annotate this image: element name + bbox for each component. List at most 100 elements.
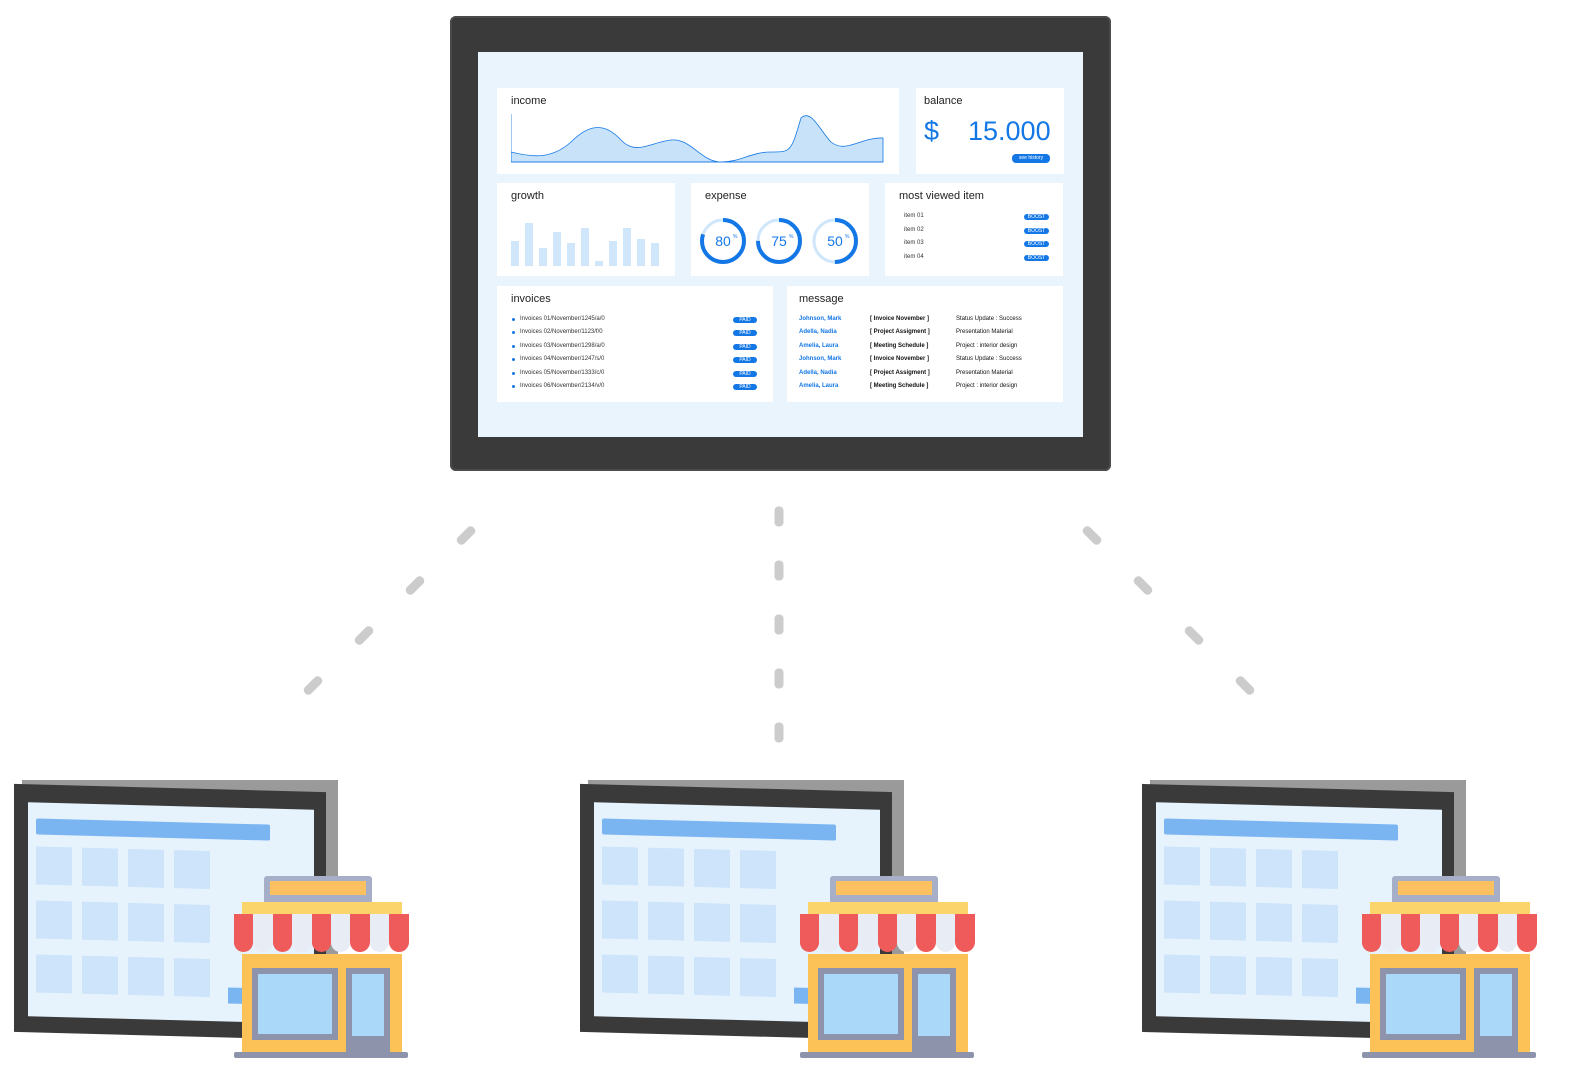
paid-badge: PAID — [733, 384, 757, 390]
awning-stripe — [389, 914, 409, 952]
paid-badge: PAID — [733, 370, 757, 377]
invoice-bullet — [512, 318, 515, 321]
screen-tile — [740, 904, 776, 944]
screen-tile — [82, 955, 118, 995]
screen-tile — [128, 848, 164, 888]
connector-dash — [774, 560, 784, 581]
boost-button[interactable]: BOOST — [1024, 227, 1049, 234]
awning-stripe — [819, 914, 839, 952]
connector-dash — [774, 668, 784, 689]
shop-door — [352, 974, 384, 1036]
shop-base — [234, 1052, 408, 1058]
screen-tile — [36, 846, 72, 886]
shop-window — [1386, 974, 1460, 1034]
message-sender: Adella, Nadia — [799, 369, 837, 376]
shop-window — [258, 974, 332, 1034]
see-history-button[interactable]: see history — [1012, 154, 1050, 163]
invoice-label: Invoices 05/November/1333/c/0 — [520, 369, 605, 376]
screen-tile — [82, 901, 118, 941]
paid-badge: PAID — [733, 357, 757, 364]
screen-tile — [1302, 958, 1338, 998]
screen-tile — [602, 954, 638, 994]
balance-card: balance $ 15.000 see history — [916, 88, 1064, 174]
awning-stripe — [1439, 914, 1459, 952]
balance-title: balance — [924, 95, 963, 107]
awning-stripe — [253, 914, 273, 952]
message-detail: Status Update : Success — [956, 356, 1022, 363]
invoice-label: Invoices 02/November/1123/f/0 — [520, 329, 603, 336]
screen-header-bar — [36, 818, 270, 841]
expense-title: expense — [705, 190, 747, 202]
screen-tile — [1302, 904, 1338, 944]
message-detail: Presentation Material — [956, 329, 1013, 336]
shop-top — [808, 902, 968, 914]
awning-stripe — [935, 914, 956, 952]
gauge-unit: % — [789, 234, 794, 240]
screen-tile — [174, 904, 210, 944]
shop-base — [1362, 1052, 1536, 1058]
awning-stripe — [331, 914, 351, 952]
growth-bar — [525, 223, 533, 266]
gauge-fill — [756, 218, 802, 264]
invoices-title: invoices — [511, 293, 551, 305]
connector-dash — [353, 624, 375, 647]
message-sender: Amelia, Laura — [799, 342, 839, 349]
screen-tile — [648, 847, 684, 887]
most-viewed-item: item 03 — [904, 240, 924, 246]
connector-dash — [1132, 574, 1154, 597]
message-subject: [ Meeting Schedule ] — [870, 342, 929, 349]
connector-dash — [302, 674, 324, 697]
gauge-unit: % — [845, 234, 850, 240]
screen-tile — [694, 848, 730, 888]
message-subject: [ Meeting Schedule ] — [870, 383, 929, 389]
screen-tile — [602, 846, 638, 886]
invoice-label: Invoices 03/November/1298/a/0 — [520, 342, 605, 349]
balance-amount: 15.000 — [968, 116, 1051, 146]
shop-window — [824, 974, 898, 1034]
message-subject: [ Invoice November ] — [870, 356, 930, 363]
boost-button[interactable]: BOOST — [1024, 214, 1049, 220]
boost-button[interactable]: BOOST — [1024, 254, 1049, 261]
awning-stripe — [1420, 914, 1440, 952]
most-viewed-item: item 01 — [904, 213, 924, 219]
growth-bar — [539, 248, 547, 266]
gauge-unit: % — [733, 234, 738, 240]
shop-awning — [1362, 914, 1537, 954]
expense-gauge — [700, 218, 746, 264]
invoice-bullet — [512, 331, 515, 335]
connector-dash — [774, 506, 784, 527]
screen-tile — [36, 900, 72, 940]
awning-stripe — [369, 914, 390, 952]
invoice-label: Invoices 04/November/1247/s/0 — [520, 356, 605, 363]
shop-top — [1370, 902, 1530, 914]
shop-awning — [800, 914, 975, 954]
growth-bar — [553, 232, 561, 266]
invoice-bullet — [512, 371, 515, 375]
income-card: income — [497, 88, 899, 174]
awning-stripe — [800, 914, 820, 952]
screen-tile — [1256, 956, 1292, 996]
shop-icon — [234, 872, 412, 1068]
message-subject: [ Project Assigment ] — [870, 369, 930, 376]
message-detail: Presentation Material — [956, 369, 1013, 376]
paid-badge: PAID — [733, 343, 757, 350]
invoice-label: Invoices 06/November/2134/v/0 — [520, 383, 605, 389]
most-viewed-title: most viewed item — [899, 190, 984, 202]
awning-stripe — [234, 914, 254, 952]
awning-stripe — [877, 914, 897, 952]
growth-bar — [609, 241, 617, 266]
store-monitor-icon — [1142, 780, 1542, 1070]
boost-button[interactable]: BOOST — [1024, 241, 1049, 247]
store-monitor-icon — [580, 780, 980, 1070]
connector-dash — [1234, 674, 1256, 697]
shop-sign — [836, 881, 932, 895]
connector-dash — [774, 722, 784, 743]
most-viewed-item: item 02 — [904, 226, 924, 233]
gauge-value: 50 — [827, 233, 843, 249]
screen-tile — [602, 900, 638, 940]
awning-stripe — [916, 914, 936, 952]
store-monitor-icon — [14, 780, 414, 1070]
shop-awning — [234, 914, 409, 954]
screen-tile — [694, 956, 730, 996]
screen-tile — [1210, 847, 1246, 887]
